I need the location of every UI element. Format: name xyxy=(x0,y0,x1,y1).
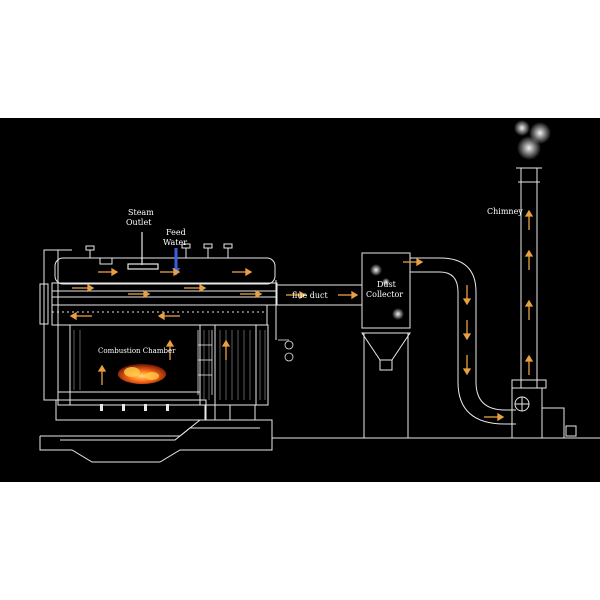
chimney-smoke xyxy=(514,120,551,160)
diagram-background xyxy=(0,118,600,482)
dust-particles xyxy=(370,264,404,320)
burner-nozzles xyxy=(100,404,169,411)
dust-collector-label-line1: Dust xyxy=(377,280,396,289)
dust-collector-label-line2: Collector xyxy=(366,290,404,299)
chimney xyxy=(511,167,547,389)
combustion-flame xyxy=(118,364,166,384)
combustion-chamber-label: Combustion Chamber xyxy=(98,347,176,355)
chimney-label: Chimney xyxy=(487,207,523,216)
flue-duct-label: flue duct xyxy=(292,291,328,300)
exhaust-duct xyxy=(410,257,516,425)
flow-arrows xyxy=(69,209,534,422)
foundation xyxy=(39,419,600,463)
steam-outlet-label-line2: Outlet xyxy=(126,218,152,227)
side-fittings xyxy=(197,330,294,395)
feed-water-label-line2: Water xyxy=(163,238,188,247)
drum-valves xyxy=(85,243,233,265)
dust-collector xyxy=(361,252,411,439)
steam-outlet-pipe xyxy=(127,232,159,270)
boiler-tubes xyxy=(73,330,266,400)
draft-fan xyxy=(511,387,577,439)
steam-outlet-label-line1: Steam xyxy=(128,208,154,217)
boiler-body xyxy=(39,249,278,421)
feed-water-label-line1: Feed xyxy=(166,228,186,237)
